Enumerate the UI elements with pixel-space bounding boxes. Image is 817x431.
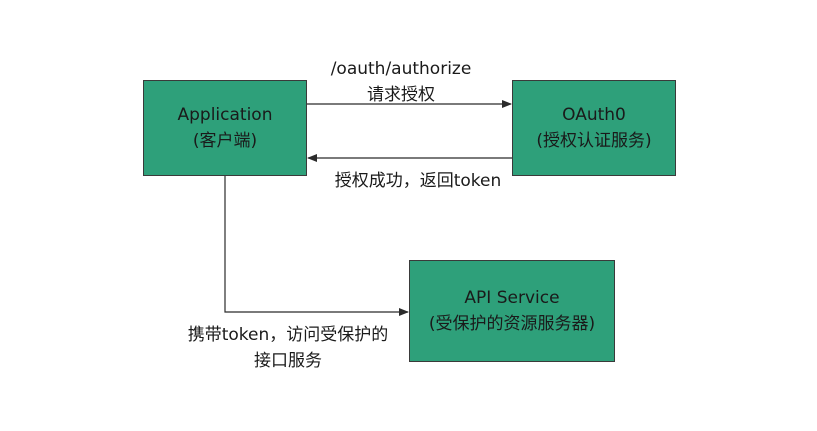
edge-authorize-label-path: /oauth/authorize (330, 59, 472, 79)
edge-authorize-label-desc: 请求授权 (367, 85, 435, 105)
node-oauth: OAuth0 (授权认证服务) (512, 80, 676, 176)
edge-carry-label-line2: 接口服务 (254, 351, 322, 371)
node-application: Application (客户端) (143, 80, 307, 176)
node-api-subtitle: (受保护的资源服务器) (428, 314, 596, 334)
node-oauth-title: OAuth0 (562, 105, 626, 125)
node-oauth-subtitle: (授权认证服务) (536, 131, 652, 151)
edge-success-label: 授权成功，返回token (334, 171, 502, 191)
node-api-title: API Service (464, 288, 560, 308)
edge-carry-label-line1: 携带token，访问受保护的 (187, 325, 389, 345)
node-api-service: API Service (受保护的资源服务器) (409, 260, 615, 362)
node-application-subtitle: (客户端) (192, 131, 258, 151)
node-application-title: Application (177, 105, 273, 125)
edge-carry-arrow (224, 176, 409, 316)
